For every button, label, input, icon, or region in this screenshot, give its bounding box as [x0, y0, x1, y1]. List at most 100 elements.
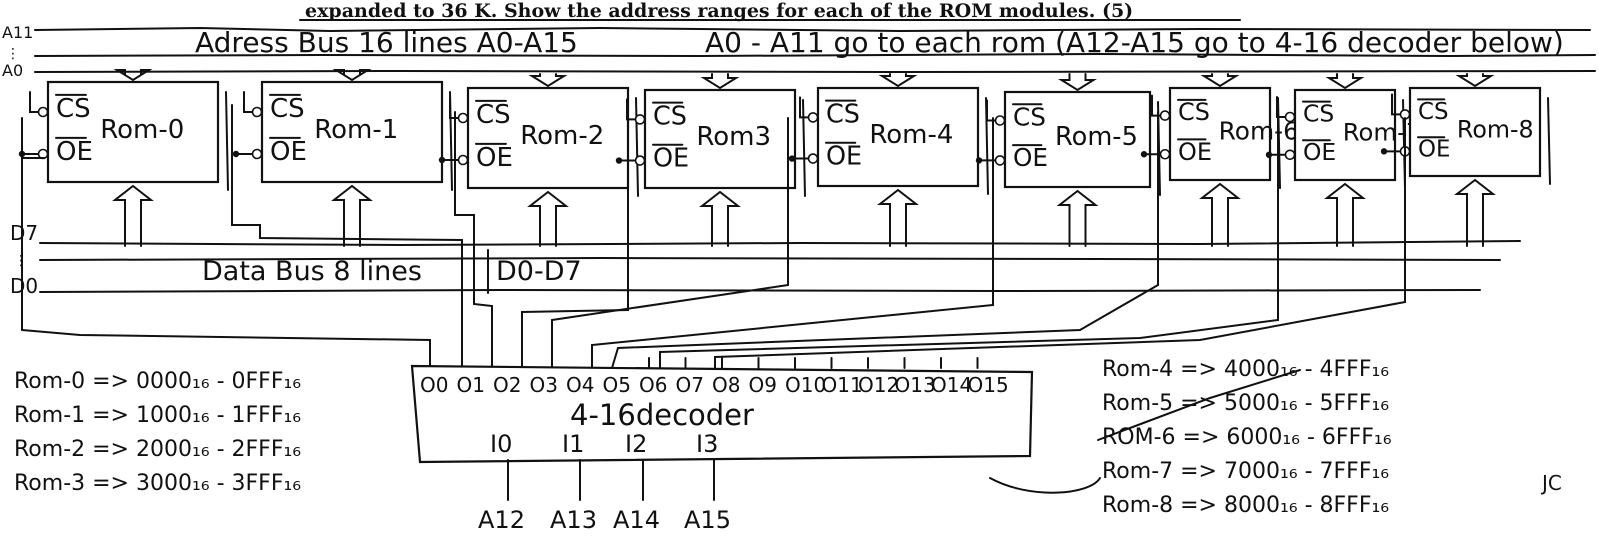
- address-arrow-rom-3: [700, 73, 740, 90]
- rom-label-3: Rom3: [696, 122, 771, 152]
- data-bus-line-top: [39, 240, 1521, 247]
- address-range-left-1: Rom-1 => 1000₁₆ - 1FFF₁₆: [14, 403, 301, 428]
- address-range-left-2: Rom-2 => 2000₁₆ - 2FFF₁₆: [14, 437, 301, 462]
- rom-box-7: [1293, 88, 1397, 182]
- decoder-box: [410, 364, 1034, 464]
- chip-side-line-8: [1547, 97, 1551, 185]
- data-arrow-rom-7: [1324, 182, 1366, 247]
- address-arrow-rom-7: [1325, 73, 1365, 90]
- cs-pin-label-3: CS: [653, 101, 687, 131]
- address-arrow-rom-8: [1455, 73, 1495, 88]
- cs-bubble-7: [1284, 111, 1296, 123]
- oe-pin-label-3: OE: [653, 143, 689, 173]
- address-range-left-3: Rom-3 => 3000₁₆ - 3FFF₁₆: [14, 471, 301, 496]
- decoder-output-9: O9: [749, 373, 777, 397]
- oe-junction-3: [615, 157, 623, 164]
- decoder-output-7: O7: [676, 373, 704, 397]
- cs-wire-rom-7: [659, 117, 1279, 369]
- range-curve-mark: [989, 477, 1101, 494]
- cs-bubble-2: [457, 112, 469, 124]
- decoder-input-0: I0: [490, 430, 512, 458]
- oe-pin-label-2: OE: [476, 143, 513, 173]
- rom-label-5: Rom-5: [1055, 122, 1138, 152]
- oe-pin-label-1: OE: [270, 137, 307, 167]
- oe-pin-label-7: OE: [1303, 138, 1336, 166]
- oe-junction-5: [975, 157, 983, 164]
- rom-label-6: Rom-6: [1219, 117, 1299, 146]
- cs-pin-label-5: CS: [1013, 102, 1046, 131]
- decoder-output-5: O5: [603, 373, 631, 397]
- cs-pin-label-1: CS: [270, 94, 305, 124]
- cs-stub-7: [1276, 96, 1286, 118]
- decoder-output-11: O11: [822, 373, 863, 397]
- data-bus-line-mid: [39, 256, 1501, 261]
- address-range-right-1: Rom-5 => 5000₁₆ - 5FFF₁₆: [1102, 391, 1389, 416]
- margin-mark: JC: [1540, 471, 1562, 495]
- oe-bubble-5: [994, 155, 1006, 166]
- rom-box-6: [1168, 86, 1272, 182]
- decoder-output-1: O1: [457, 373, 485, 397]
- oe-junction-4: [788, 155, 796, 162]
- address-arrow-rom-6: [1200, 73, 1240, 88]
- address-range-right-0: Rom-4 => 4000₁₆ - 4FFF₁₆: [1102, 357, 1389, 382]
- data-bus-top-label: D7: [10, 221, 38, 245]
- rom-label-1: Rom-1: [314, 115, 398, 145]
- decoder-output-0: O0: [420, 373, 448, 397]
- cs-pin-label-7: CS: [1303, 100, 1334, 128]
- rom-label-2: Rom-2: [520, 121, 604, 151]
- decoder-output-15: O15: [968, 373, 1009, 397]
- cs-wire-rom-3: [521, 111, 629, 369]
- address-range-right-3: Rom-7 => 7000₁₆ - 7FFF₁₆: [1102, 459, 1389, 484]
- oe-bubble-2: [457, 154, 469, 166]
- oe-bubble-6: [1159, 148, 1171, 160]
- cs-bubble-0: [37, 106, 49, 118]
- cs-wire-rom-1: [231, 104, 463, 369]
- oe-bubble-1: [251, 148, 263, 160]
- rom-label-8: Rom-8: [1457, 115, 1534, 143]
- address-bus-line-bottom: [34, 69, 1596, 74]
- data-arrow-rom-8: [1454, 178, 1496, 247]
- oe-junction-8: [1380, 148, 1388, 155]
- cs-stub-4: [799, 96, 809, 119]
- rom-box-4: [816, 86, 980, 188]
- data-bus-line-bottom: [39, 288, 1481, 293]
- oe-pin-label-5: OE: [1013, 143, 1048, 172]
- data-arrow-rom-1: [331, 184, 373, 247]
- address-arrow-rom-4: [878, 73, 918, 88]
- chip-side-line-3: [802, 99, 806, 197]
- address-ranges-right: Rom-4 => 4000₁₆ - 4FFF₁₆ Rom-5 => 5000₁₆ …: [1102, 357, 1392, 518]
- rom-label-7: Rom-7: [1343, 117, 1422, 146]
- oe-bubble-7: [1284, 149, 1296, 161]
- cs-wire-rom-6: [611, 111, 1159, 369]
- oe-junction-7: [1265, 151, 1273, 158]
- cs-wire-rom-5: [591, 117, 994, 369]
- cs-wire-rom-2: [454, 111, 493, 369]
- address-bus-bottom-label: A0: [2, 61, 23, 80]
- decoder-output-14: O14: [931, 373, 972, 397]
- rom-box-2: [466, 86, 630, 190]
- rom-box-1: [260, 80, 444, 184]
- cs-wire-rom-8: [714, 117, 1406, 369]
- address-range-right-4: Rom-8 => 8000₁₆ - 8FFF₁₆: [1102, 493, 1389, 518]
- cs-stub-1: [243, 91, 253, 113]
- oe-pin-label-6: OE: [1178, 138, 1212, 166]
- decoder-input-1: I1: [562, 430, 584, 458]
- cs-pin-label-8: CS: [1418, 99, 1449, 125]
- decoder-output-10: O10: [785, 373, 826, 397]
- oe-pin-label-4: OE: [826, 141, 862, 171]
- chip-select-wires: [21, 104, 1406, 369]
- address-bus-note: A0 - A11 go to each rom (A12-A15 go to 4…: [705, 26, 1564, 59]
- cs-pin-label-4: CS: [826, 99, 860, 129]
- decoder-input-2: I2: [625, 430, 647, 458]
- address-arrow-rom-2: [528, 73, 568, 88]
- cs-wire-rom-0: [21, 329, 431, 369]
- address-arrow-rom-1: [332, 69, 372, 82]
- cs-pin-label-0: CS: [56, 94, 91, 124]
